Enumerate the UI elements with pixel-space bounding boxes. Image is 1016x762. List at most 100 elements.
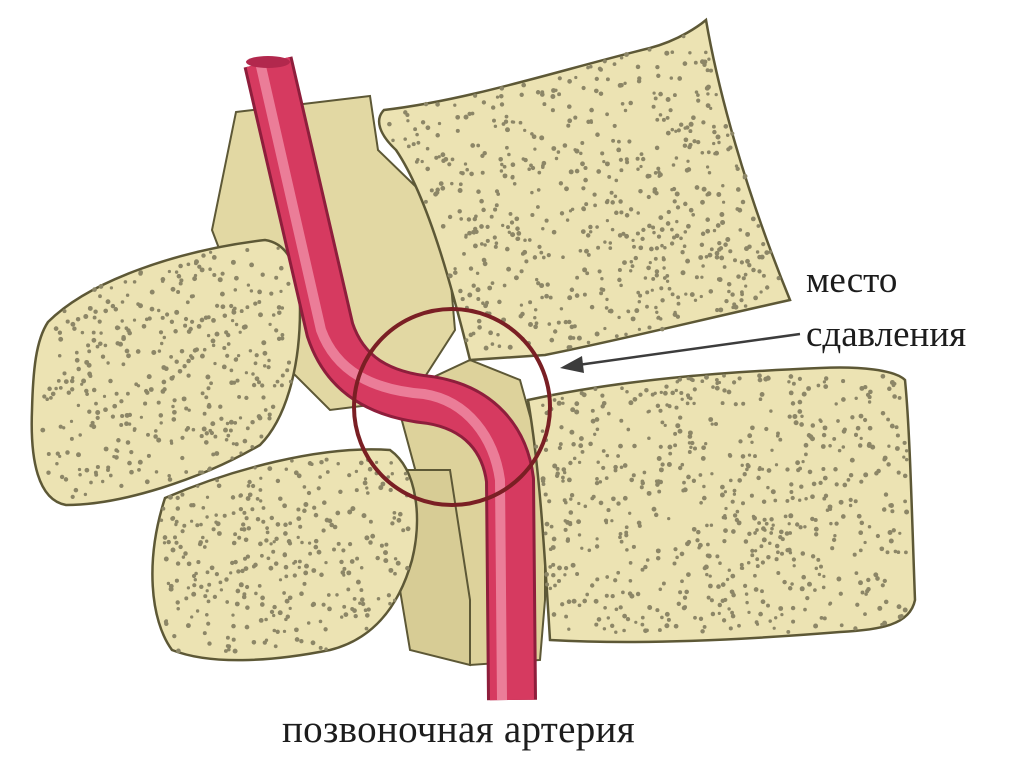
bone-dot (693, 446, 697, 450)
bone-dot (800, 586, 805, 591)
bone-dot (610, 200, 614, 204)
bone-dot (407, 144, 411, 148)
bone-dot (304, 564, 309, 569)
bone-dot (629, 207, 633, 211)
bone-dot (676, 205, 680, 209)
bone-dot (880, 623, 883, 626)
bone-dot (619, 158, 623, 162)
bone-dot (259, 499, 262, 502)
bone-dot (87, 410, 91, 414)
bone-dot (568, 335, 573, 340)
bone-dot (547, 253, 551, 257)
bone-dot (393, 511, 397, 515)
bone-dot (756, 250, 759, 253)
bone-dot (618, 535, 622, 539)
bone-dot (854, 499, 858, 503)
bone-dot (389, 461, 393, 465)
bone-dot (571, 442, 575, 446)
bone-dot (278, 496, 283, 501)
bone-dot (578, 443, 583, 448)
bone-dot (736, 274, 740, 278)
bone-dot (232, 511, 236, 515)
bone-dot (905, 458, 909, 462)
bone-dot (859, 414, 864, 419)
bone-dot (710, 472, 713, 475)
bone-dot (86, 343, 90, 347)
bone-dot (500, 86, 505, 91)
bone-dot (579, 436, 584, 441)
bone-dot (607, 175, 611, 179)
bone-dot (557, 579, 561, 583)
bone-dot (904, 551, 908, 555)
bone-dot (254, 592, 258, 596)
bone-dot (191, 503, 195, 507)
bone-dot (814, 532, 818, 536)
bone-dot (768, 541, 772, 545)
bone-dot (269, 292, 273, 296)
bone-dot (125, 326, 129, 330)
bone-dot (787, 380, 790, 383)
bone-dot (731, 529, 736, 534)
bone-dot (641, 616, 645, 620)
bone-dot (757, 521, 761, 525)
bone-dot (163, 541, 166, 544)
bone-dot (658, 92, 663, 97)
bone-dot (789, 490, 793, 494)
bone-dot (734, 402, 738, 406)
bone-dot (819, 565, 823, 569)
bone-dot (302, 582, 306, 586)
bone-dot (325, 458, 329, 462)
bone-dot (903, 474, 908, 479)
bone-dot (311, 640, 316, 645)
bone-dot (778, 606, 783, 611)
bone-dot (359, 588, 363, 592)
bone-dot (393, 572, 397, 576)
bone-dot (683, 605, 687, 609)
bone-dot (620, 540, 624, 544)
bone-dot (615, 607, 619, 611)
bone-dot (236, 589, 241, 594)
bone-dot (658, 628, 662, 632)
bone-dot (222, 365, 227, 370)
bone-dot (201, 506, 205, 510)
bone-dot (257, 290, 262, 295)
bone-dot (495, 203, 499, 207)
bone-dot (647, 48, 651, 52)
bone-dot (150, 307, 155, 312)
bone-dot (641, 228, 645, 232)
bone-dot (338, 490, 342, 494)
bone-dot (355, 557, 359, 561)
bone-dot (180, 493, 184, 497)
bone-dot (638, 189, 643, 194)
bone-dot (841, 397, 846, 402)
bone-dot (513, 182, 517, 186)
bone-dot (618, 444, 623, 449)
bone-dot (482, 151, 486, 155)
bone-dot (199, 585, 203, 589)
bone-dot (101, 355, 105, 359)
bone-dot (264, 408, 268, 412)
bone-dot (738, 376, 742, 380)
bone-dot (58, 455, 61, 458)
bone-dot (762, 537, 767, 542)
bone-dot (715, 378, 719, 382)
bone-dot (646, 174, 651, 179)
bone-dot (99, 331, 102, 334)
bone-dot (70, 420, 73, 423)
bone-dot (668, 287, 672, 291)
bone-dot (387, 122, 392, 127)
bone-dot (540, 92, 545, 97)
bone-dot (606, 77, 610, 81)
bone-dot (584, 505, 588, 509)
bone-dot (361, 602, 365, 606)
bone-dot (665, 612, 670, 617)
bone-dot (666, 131, 671, 136)
bone-dot (619, 210, 623, 214)
bone-dot (553, 398, 557, 402)
bone-dot (841, 514, 846, 519)
bone-dot (215, 572, 219, 576)
bone-dot (124, 280, 128, 284)
bone-dot (267, 556, 271, 560)
bone-dot (583, 293, 587, 297)
bone-dot (143, 402, 147, 406)
